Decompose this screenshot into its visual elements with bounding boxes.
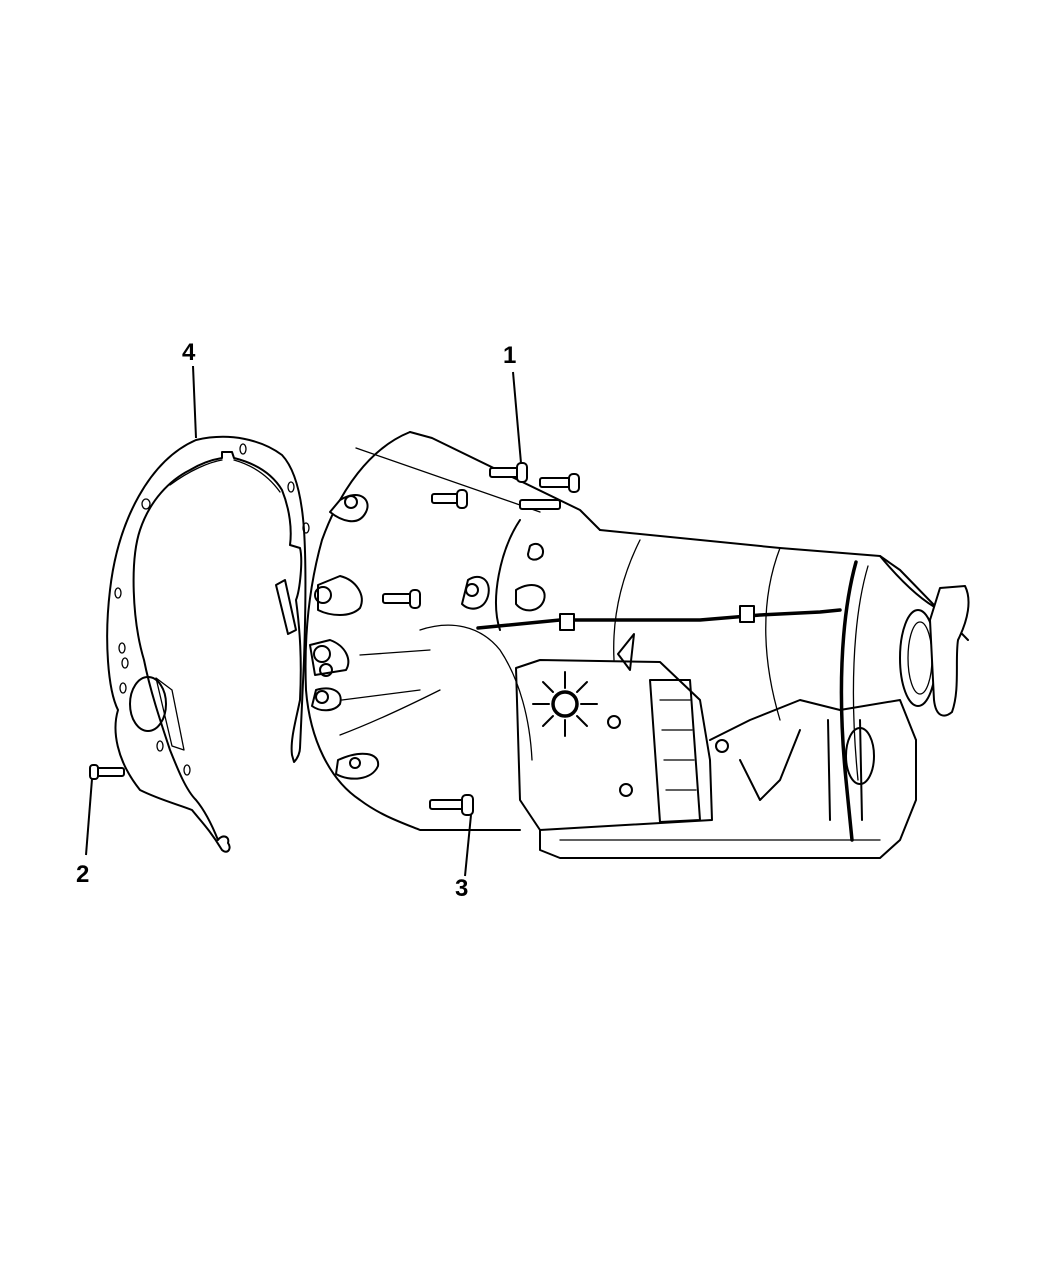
- adapter-plate: [106, 435, 310, 853]
- housing-boss: [309, 639, 350, 677]
- leader-line-4: [192, 365, 197, 439]
- bolt-1: [489, 371, 528, 483]
- callout-label-2: 2: [76, 861, 89, 888]
- bolt-2: [85, 764, 125, 856]
- leader-line-2: [85, 778, 93, 856]
- callout-label-3: 3: [455, 875, 468, 902]
- housing-boss: [335, 752, 380, 780]
- housing-boss: [461, 575, 490, 610]
- callout-label-1: 1: [503, 342, 516, 369]
- housing-boss: [329, 494, 369, 523]
- valve-body-port: [532, 671, 598, 737]
- leader-line-3: [464, 814, 472, 877]
- housing-boss: [311, 687, 342, 712]
- bolt-1-additional: [539, 473, 580, 493]
- transmission-assembly: [304, 431, 970, 859]
- housing-boss: [314, 575, 363, 616]
- output-yoke: [899, 585, 970, 717]
- bolt-1-additional: [519, 499, 561, 510]
- bolt-1-additional: [431, 489, 468, 509]
- leader-line-1: [512, 371, 522, 464]
- bolt-1-additional: [382, 589, 421, 609]
- bolt-3: [429, 794, 474, 877]
- callout-label-4: 4: [182, 339, 196, 366]
